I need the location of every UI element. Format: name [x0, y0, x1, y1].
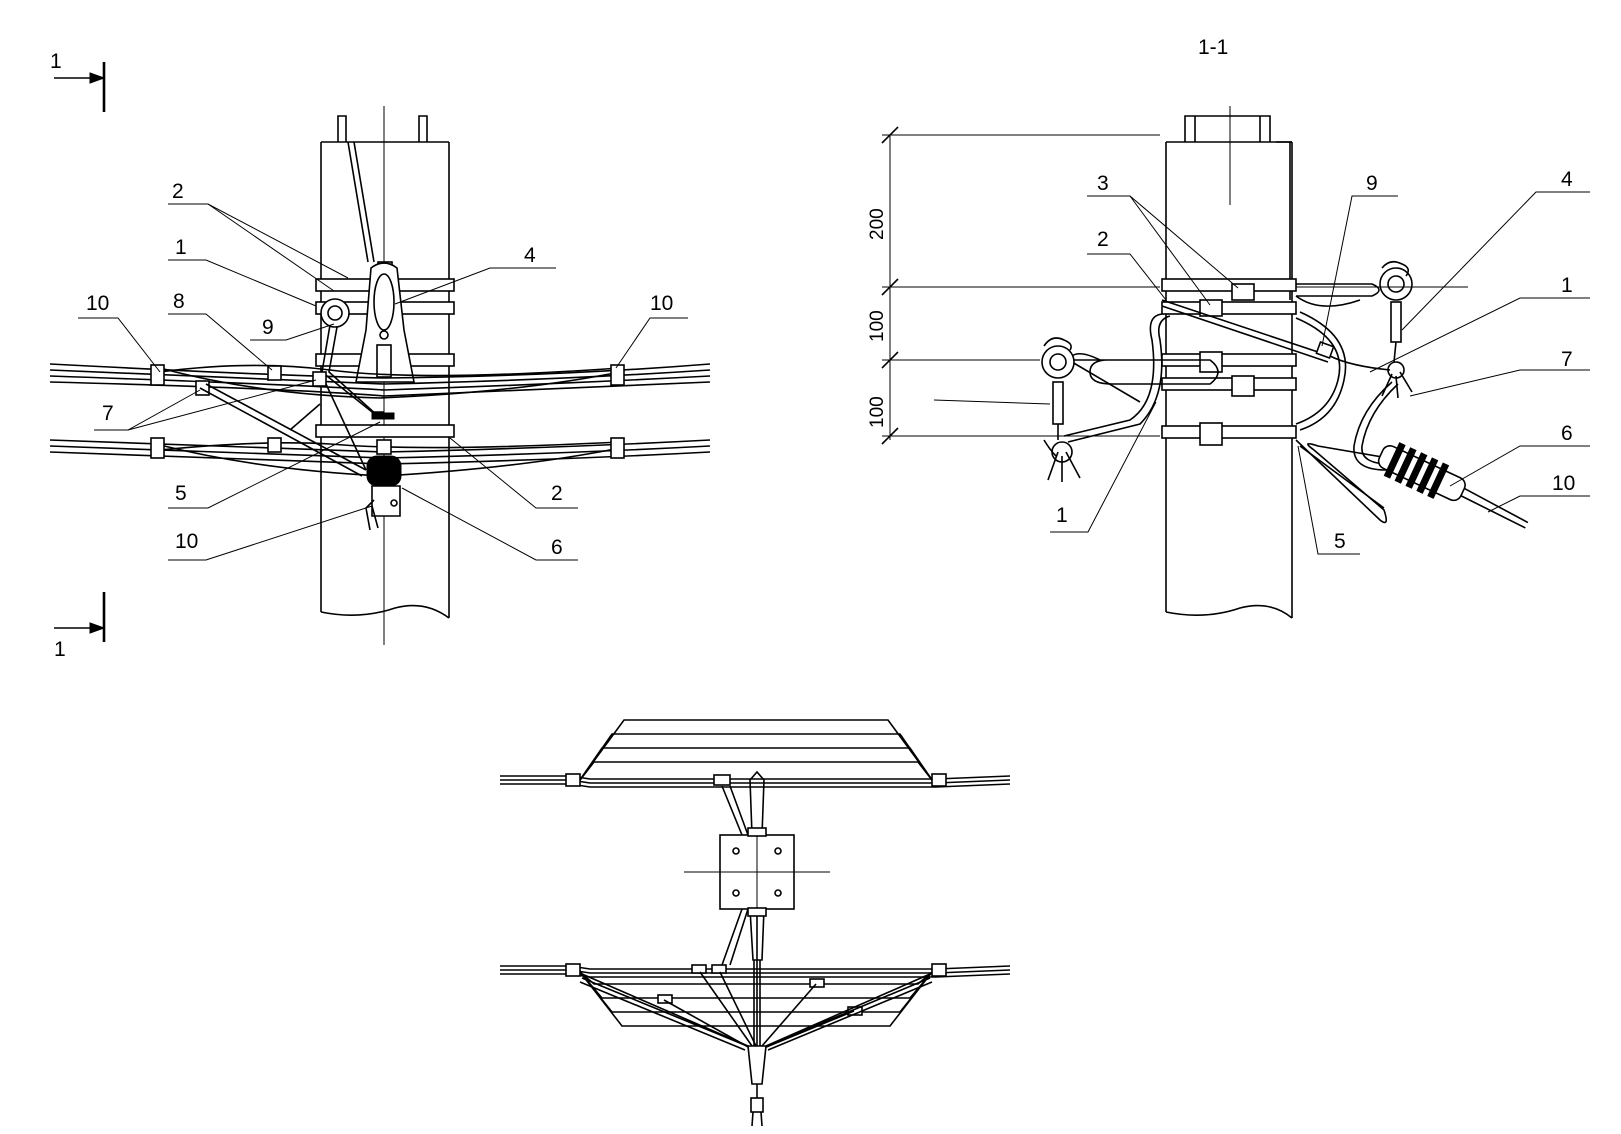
- side-band-5: [1161, 425, 1297, 439]
- section-label-top: 1: [50, 50, 62, 73]
- callout-side-9: 9: [1366, 172, 1378, 195]
- callout-side-1a: 1: [1561, 274, 1573, 297]
- side-callouts: 3 2 9 4 1 7 6 10 5 1: [933, 168, 1590, 555]
- callout-1: 1: [175, 236, 187, 259]
- section-label-bottom: 1: [54, 638, 66, 661]
- callout-4: 4: [524, 244, 536, 267]
- side-band-1: [1161, 278, 1297, 292]
- front-anchor-bracket: [355, 261, 415, 383]
- dimension-chain: 200 100 100: [867, 126, 1468, 445]
- front-callouts: 2 1 10 8 9 4 10 7 5 2 10 6: [78, 180, 688, 561]
- callout-side-4: 4: [1561, 168, 1573, 191]
- plan-upper-cable: [500, 719, 1011, 788]
- plan-view: [500, 719, 1011, 1127]
- callout-side-6: 6: [1561, 422, 1573, 445]
- callout-side-7: 7: [1561, 348, 1573, 371]
- callout-2b: 2: [551, 482, 563, 505]
- callout-5: 5: [175, 482, 187, 505]
- callout-10a: 10: [86, 292, 109, 315]
- dimension-100-lower: 100: [867, 396, 888, 428]
- dimension-200: 200: [867, 208, 888, 240]
- plan-lower-cable: [500, 916, 1011, 1127]
- callout-7: 7: [102, 402, 114, 425]
- side-right-bracket: [1161, 260, 1529, 529]
- front-view: [49, 106, 711, 645]
- callout-10c: 10: [175, 530, 198, 553]
- section-marker-top: 1: [50, 50, 106, 112]
- plan-pole-plate: [684, 770, 830, 966]
- callout-9: 9: [262, 316, 274, 339]
- callout-side-5: 5: [1334, 530, 1346, 553]
- dimension-100-upper: 100: [867, 310, 888, 342]
- callout-side-3: 3: [1097, 172, 1109, 195]
- callout-side-10: 10: [1552, 472, 1575, 495]
- front-suspension-clamp: [320, 298, 384, 417]
- side-left-bracket: [1041, 313, 1219, 482]
- callout-2a: 2: [172, 180, 184, 203]
- callout-10b: 10: [650, 292, 673, 315]
- callout-6: 6: [551, 536, 563, 559]
- section-marker-bottom: 1: [54, 592, 106, 661]
- callout-8: 8: [173, 290, 185, 313]
- side-view: 200 100 100: [867, 106, 1529, 619]
- section-view-title: 1-1: [1198, 36, 1228, 59]
- front-band-4: [315, 424, 455, 438]
- callout-side-2: 2: [1097, 228, 1109, 251]
- callout-side-1b: 1: [1056, 504, 1068, 527]
- front-upper-cable: [49, 363, 711, 399]
